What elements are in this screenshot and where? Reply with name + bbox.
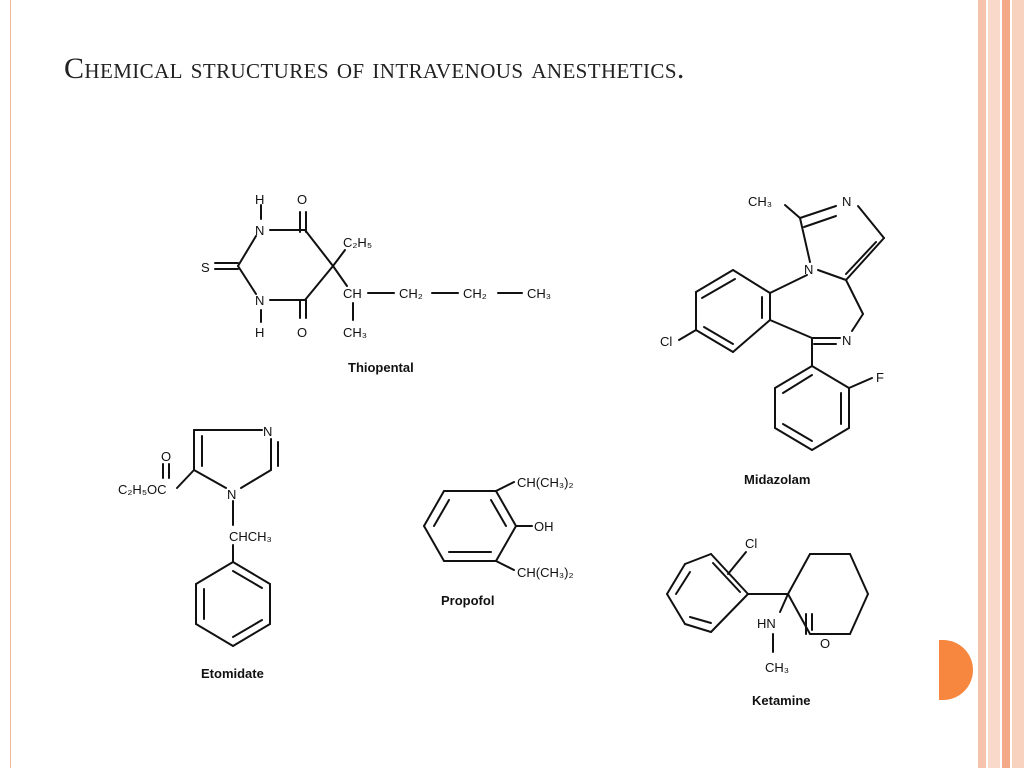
- midazolam-labels: CH₃ N N Cl N F Midazolam: [660, 194, 884, 487]
- atom-label: HN: [757, 616, 776, 631]
- atom-label: O: [820, 636, 830, 651]
- atom-label: CHCH₃: [229, 529, 272, 544]
- propofol-name: Propofol: [441, 593, 494, 608]
- atom-label: CH₂: [463, 286, 487, 301]
- midazolam-name: Midazolam: [744, 472, 810, 487]
- atom-label: O: [161, 449, 171, 464]
- etomidate-labels: O C₂H₅OC N N CHCH₃ Etomidate: [118, 424, 272, 681]
- atom-label: C₂H₅OC: [118, 482, 167, 497]
- atom-label: Cl: [745, 536, 757, 551]
- propofol-labels: CH(CH₃)₂ OH CH(CH₃)₂ Propofol: [441, 475, 574, 608]
- slide-title: Chemical structures of intravenous anest…: [64, 52, 685, 85]
- atom-label: F: [876, 370, 884, 385]
- atom-label: N: [255, 293, 264, 308]
- thiopental-name: Thiopental: [348, 360, 414, 375]
- atom-label: N: [842, 333, 851, 348]
- atom-label: N: [263, 424, 272, 439]
- etomidate-structure: [162, 429, 279, 647]
- stripe: [1012, 0, 1024, 768]
- atom-label: N: [804, 262, 813, 277]
- ketamine-name: Ketamine: [752, 693, 811, 708]
- etomidate-name: Etomidate: [201, 666, 264, 681]
- stripe: [1002, 0, 1010, 768]
- atom-label: N: [227, 487, 236, 502]
- atom-label: CH₃: [748, 194, 772, 209]
- atom-label: H: [255, 192, 264, 207]
- atom-label: Cl: [660, 334, 672, 349]
- atom-label: CH₃: [343, 325, 367, 340]
- atom-label: CH(CH₃)₂: [517, 475, 574, 490]
- thiopental-labels: H N O S N H O C₂H₅ CH CH₂ CH₂ CH₃ CH₃ Th…: [201, 192, 551, 375]
- atom-label: O: [297, 192, 307, 207]
- thiopental-structure: [214, 204, 523, 323]
- ketamine-structure: [666, 551, 869, 653]
- stripe: [988, 0, 1000, 768]
- atom-label: H: [255, 325, 264, 340]
- ketamine-labels: Cl HN O CH₃ Ketamine: [745, 536, 830, 708]
- decorative-stripes: [978, 0, 1024, 768]
- atom-label: O: [297, 325, 307, 340]
- atom-label: S: [201, 260, 210, 275]
- atom-label: N: [255, 223, 264, 238]
- atom-label: N: [842, 194, 851, 209]
- atom-label: CH₃: [765, 660, 789, 675]
- stripe: [978, 0, 986, 768]
- atom-label: CH(CH₃)₂: [517, 565, 574, 580]
- propofol-structure: [423, 481, 533, 571]
- atom-label: CH: [343, 286, 362, 301]
- midazolam-structure: [678, 204, 885, 451]
- atom-label: OH: [534, 519, 554, 534]
- atom-label: CH₃: [527, 286, 551, 301]
- atom-label: CH₂: [399, 286, 423, 301]
- atom-label: C₂H₅: [343, 235, 372, 250]
- left-frame-line: [10, 0, 11, 768]
